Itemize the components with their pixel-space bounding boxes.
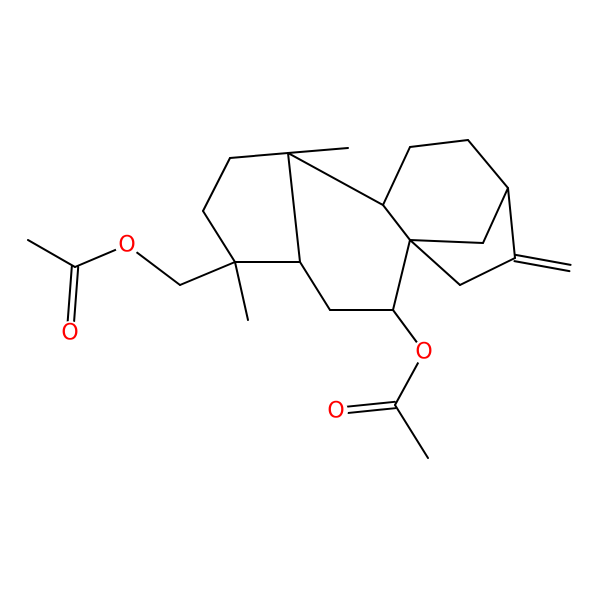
bond-c11-c12	[409, 139, 469, 148]
double-bond-c16-ch2x-a	[513, 260, 571, 273]
atom-o-carbonyl-left: O	[58, 321, 82, 346]
bond-c14-c8	[409, 239, 484, 244]
bond-ch2-c4	[179, 261, 236, 286]
bond-c15-c16	[459, 257, 516, 286]
bonds-layer	[27, 139, 572, 459]
bond-c9-c10	[287, 152, 384, 206]
bond-c7-c8	[392, 239, 411, 311]
atom-o-carbonyl-right: O	[324, 399, 348, 424]
atom-o-carbonyl-left-label: O	[61, 321, 78, 346]
bond-c13-c14	[482, 187, 509, 244]
bond-c2-c10	[229, 152, 289, 159]
double-bond-c16-ch2x-b	[514, 253, 572, 266]
bond-c5-c6	[299, 261, 331, 311]
bond-c10-c5	[287, 152, 301, 263]
atom-o-ester-right-bg	[412, 340, 436, 364]
bond-c4-me4	[234, 261, 249, 321]
bond-c3-c2	[202, 157, 231, 212]
bond-c10-me10	[287, 147, 349, 154]
bond-c8-c15	[409, 239, 461, 286]
atom-o-ester-right: O	[412, 340, 436, 365]
bond-c9-c11	[382, 146, 411, 206]
atom-o-ester-right-label: O	[415, 340, 432, 365]
bond-c12-c13	[467, 139, 509, 189]
atom-o-carbonyl-right-label: O	[327, 399, 344, 424]
atom-o-ester-left-bg	[115, 233, 139, 257]
atom-o-ester-left-label: O	[118, 233, 135, 258]
bond-c17-me17	[394, 404, 429, 459]
atom-o-carbonyl-right-bg	[324, 399, 348, 423]
bond-c8-c9	[382, 204, 411, 241]
bond-c4-c3	[202, 210, 236, 263]
bond-me1-c1	[27, 239, 76, 268]
atom-o-carbonyl-left-bg	[58, 321, 82, 345]
atoms-layer: O O O O	[58, 233, 436, 424]
bond-c16-c13	[507, 187, 516, 259]
atom-o-ester-left: O	[115, 233, 139, 258]
